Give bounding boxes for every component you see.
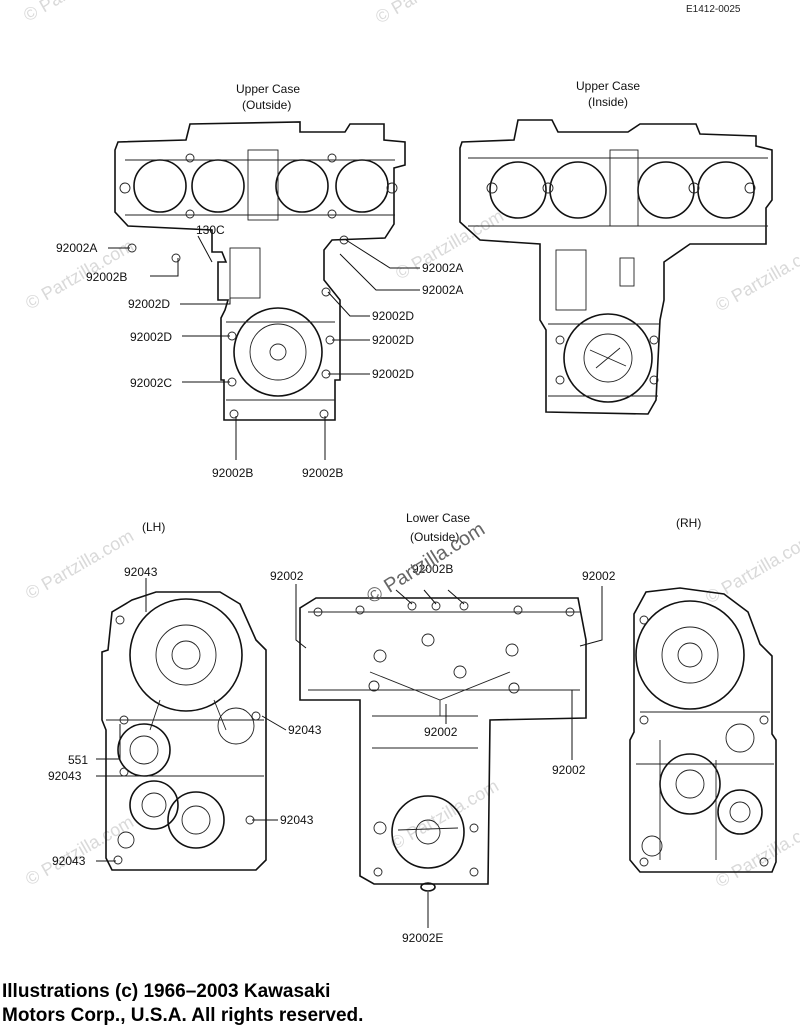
copyright-line-1: Illustrations (c) 1966–2003 Kawasaki — [2, 981, 331, 1002]
reference-code: E1412-0025 — [686, 4, 741, 15]
label-92002A-upper-right-2: 92002A — [422, 283, 463, 297]
upper-case-outside: Upper Case (Outside) — [56, 82, 463, 480]
lower-subtitle: (Outside) — [410, 530, 459, 544]
label-92002A-upper-right-1: 92002A — [422, 261, 463, 275]
label-92002D-upper-right-1: 92002D — [372, 309, 414, 323]
label-92002C: 92002C — [130, 376, 172, 390]
label-92002B-upper-bottom-1: 92002B — [212, 466, 253, 480]
upper-inside-title: Upper Case — [576, 79, 640, 93]
label-92043-lh-mid: 92043 — [48, 769, 82, 783]
label-92002B-lower: 92002B — [412, 562, 453, 576]
right-hand-view: (RH) — [629, 516, 777, 873]
label-92002D-upper-right-2: 92002D — [372, 333, 414, 347]
label-92002B-upper-bottom-2: 92002B — [302, 466, 343, 480]
copyright-line-2: Motors Corp., U.S.A. All rights reserved… — [2, 1005, 364, 1026]
lower-case-outside: Lower Case (Outside) 92002 — [270, 511, 616, 945]
watermark-left-low: © Partzilla.com — [22, 811, 137, 889]
label-551: 551 — [68, 753, 88, 767]
label-92002B-upper-left: 92002B — [86, 270, 127, 284]
label-130C: 130C — [196, 223, 225, 237]
lower-title: Lower Case — [406, 511, 470, 525]
label-92002-lower-rightlow: 92002 — [552, 763, 586, 777]
label-92043-lh-bottom: 92043 — [52, 854, 86, 868]
label-92043-lh-right: 92043 — [288, 723, 322, 737]
left-hand-view: (LH) 92043 92043 551 92043 92043 92043 — [48, 520, 322, 871]
watermark-right-low: © Partzilla.com — [712, 813, 800, 891]
upper-inside-subtitle: (Inside) — [588, 95, 628, 109]
watermark-top-left: © Partzilla.com — [20, 0, 135, 25]
label-92002-lower-right: 92002 — [582, 569, 616, 583]
watermark-right-mid: © Partzilla.com — [702, 529, 800, 607]
rh-title: (RH) — [676, 516, 701, 530]
label-92002-lower-center: 92002 — [424, 725, 458, 739]
watermark-top-center: © Partzilla.com — [372, 0, 487, 27]
upper-outside-subtitle: (Outside) — [242, 98, 291, 112]
upper-case-inside: Upper Case (Inside) — [459, 79, 773, 415]
label-92043-lh-top: 92043 — [124, 565, 158, 579]
label-92002E: 92002E — [402, 931, 443, 945]
label-92002D-upper-right-3: 92002D — [372, 367, 414, 381]
label-92043-lh-lowright: 92043 — [280, 813, 314, 827]
upper-outside-title: Upper Case — [236, 82, 300, 96]
label-92002D-upper-left-1: 92002D — [128, 297, 170, 311]
lh-title: (LH) — [142, 520, 165, 534]
watermark-center-low: © Partzilla.com — [387, 775, 502, 853]
label-92002A-upper-left: 92002A — [56, 241, 97, 255]
watermark-left-mid: © Partzilla.com — [22, 525, 137, 603]
label-92002-lower-left: 92002 — [270, 569, 304, 583]
edge-watermarks: © Partzilla.com © Partzilla.com © Partzi… — [20, 0, 800, 891]
label-92002D-upper-left-2: 92002D — [130, 330, 172, 344]
watermark-right-upper: © Partzilla.com — [712, 237, 800, 315]
